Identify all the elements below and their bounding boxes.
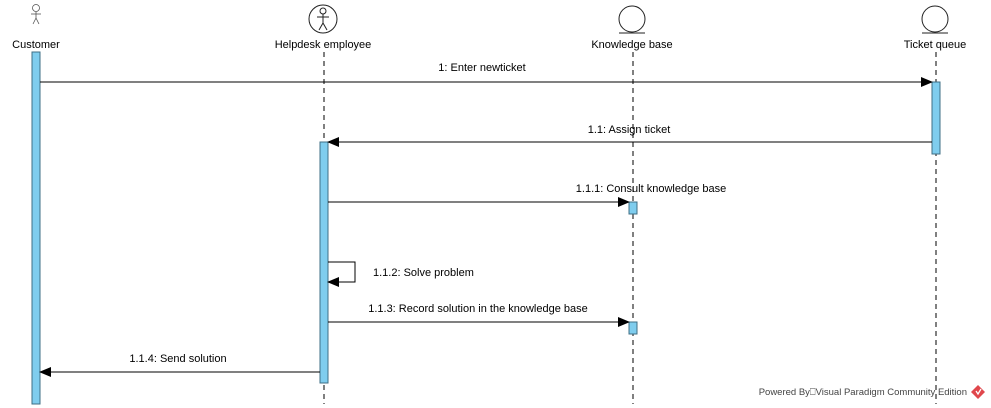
message-label-enter-new-ticket: 1: Enter newticket: [438, 62, 525, 74]
message-label-record-solution: 1.1.3: Record solution in the knowledge …: [368, 303, 588, 315]
activation-knowledge-base-1: [628, 201, 638, 215]
watermark-text: Powered By⎕Visual Paradigm Community Edi…: [759, 387, 967, 398]
message-label-send-solution: 1.1.4: Send solution: [129, 353, 226, 365]
lifeline-label-ticket-queue: Ticket queue: [904, 39, 967, 51]
lifeline-label-helpdesk: Helpdesk employee: [275, 39, 372, 51]
message-label-solve-problem: 1.1.2: Solve problem: [373, 267, 474, 279]
knowledge-base-entity-icon: [618, 5, 646, 34]
activation-ticket-queue: [931, 81, 941, 155]
helpdesk-actor-icon: [308, 4, 338, 34]
message-label-consult-knowledge-base: 1.1.1: Consult knowledge base: [576, 183, 726, 195]
ticket-queue-entity-icon: [921, 5, 949, 34]
visual-paradigm-logo-icon: [971, 385, 985, 399]
lifeline-label-knowledge-base: Knowledge base: [591, 39, 672, 51]
activation-knowledge-base-2: [628, 321, 638, 335]
message-arrow-solve-problem: [327, 261, 356, 287]
customer-actor-icon: [31, 4, 41, 25]
lifeline-label-customer: Customer: [12, 39, 60, 51]
message-label-assign-ticket: 1.1: Assign ticket: [588, 124, 671, 136]
activation-helpdesk: [319, 141, 329, 384]
activation-customer: [31, 51, 41, 405]
